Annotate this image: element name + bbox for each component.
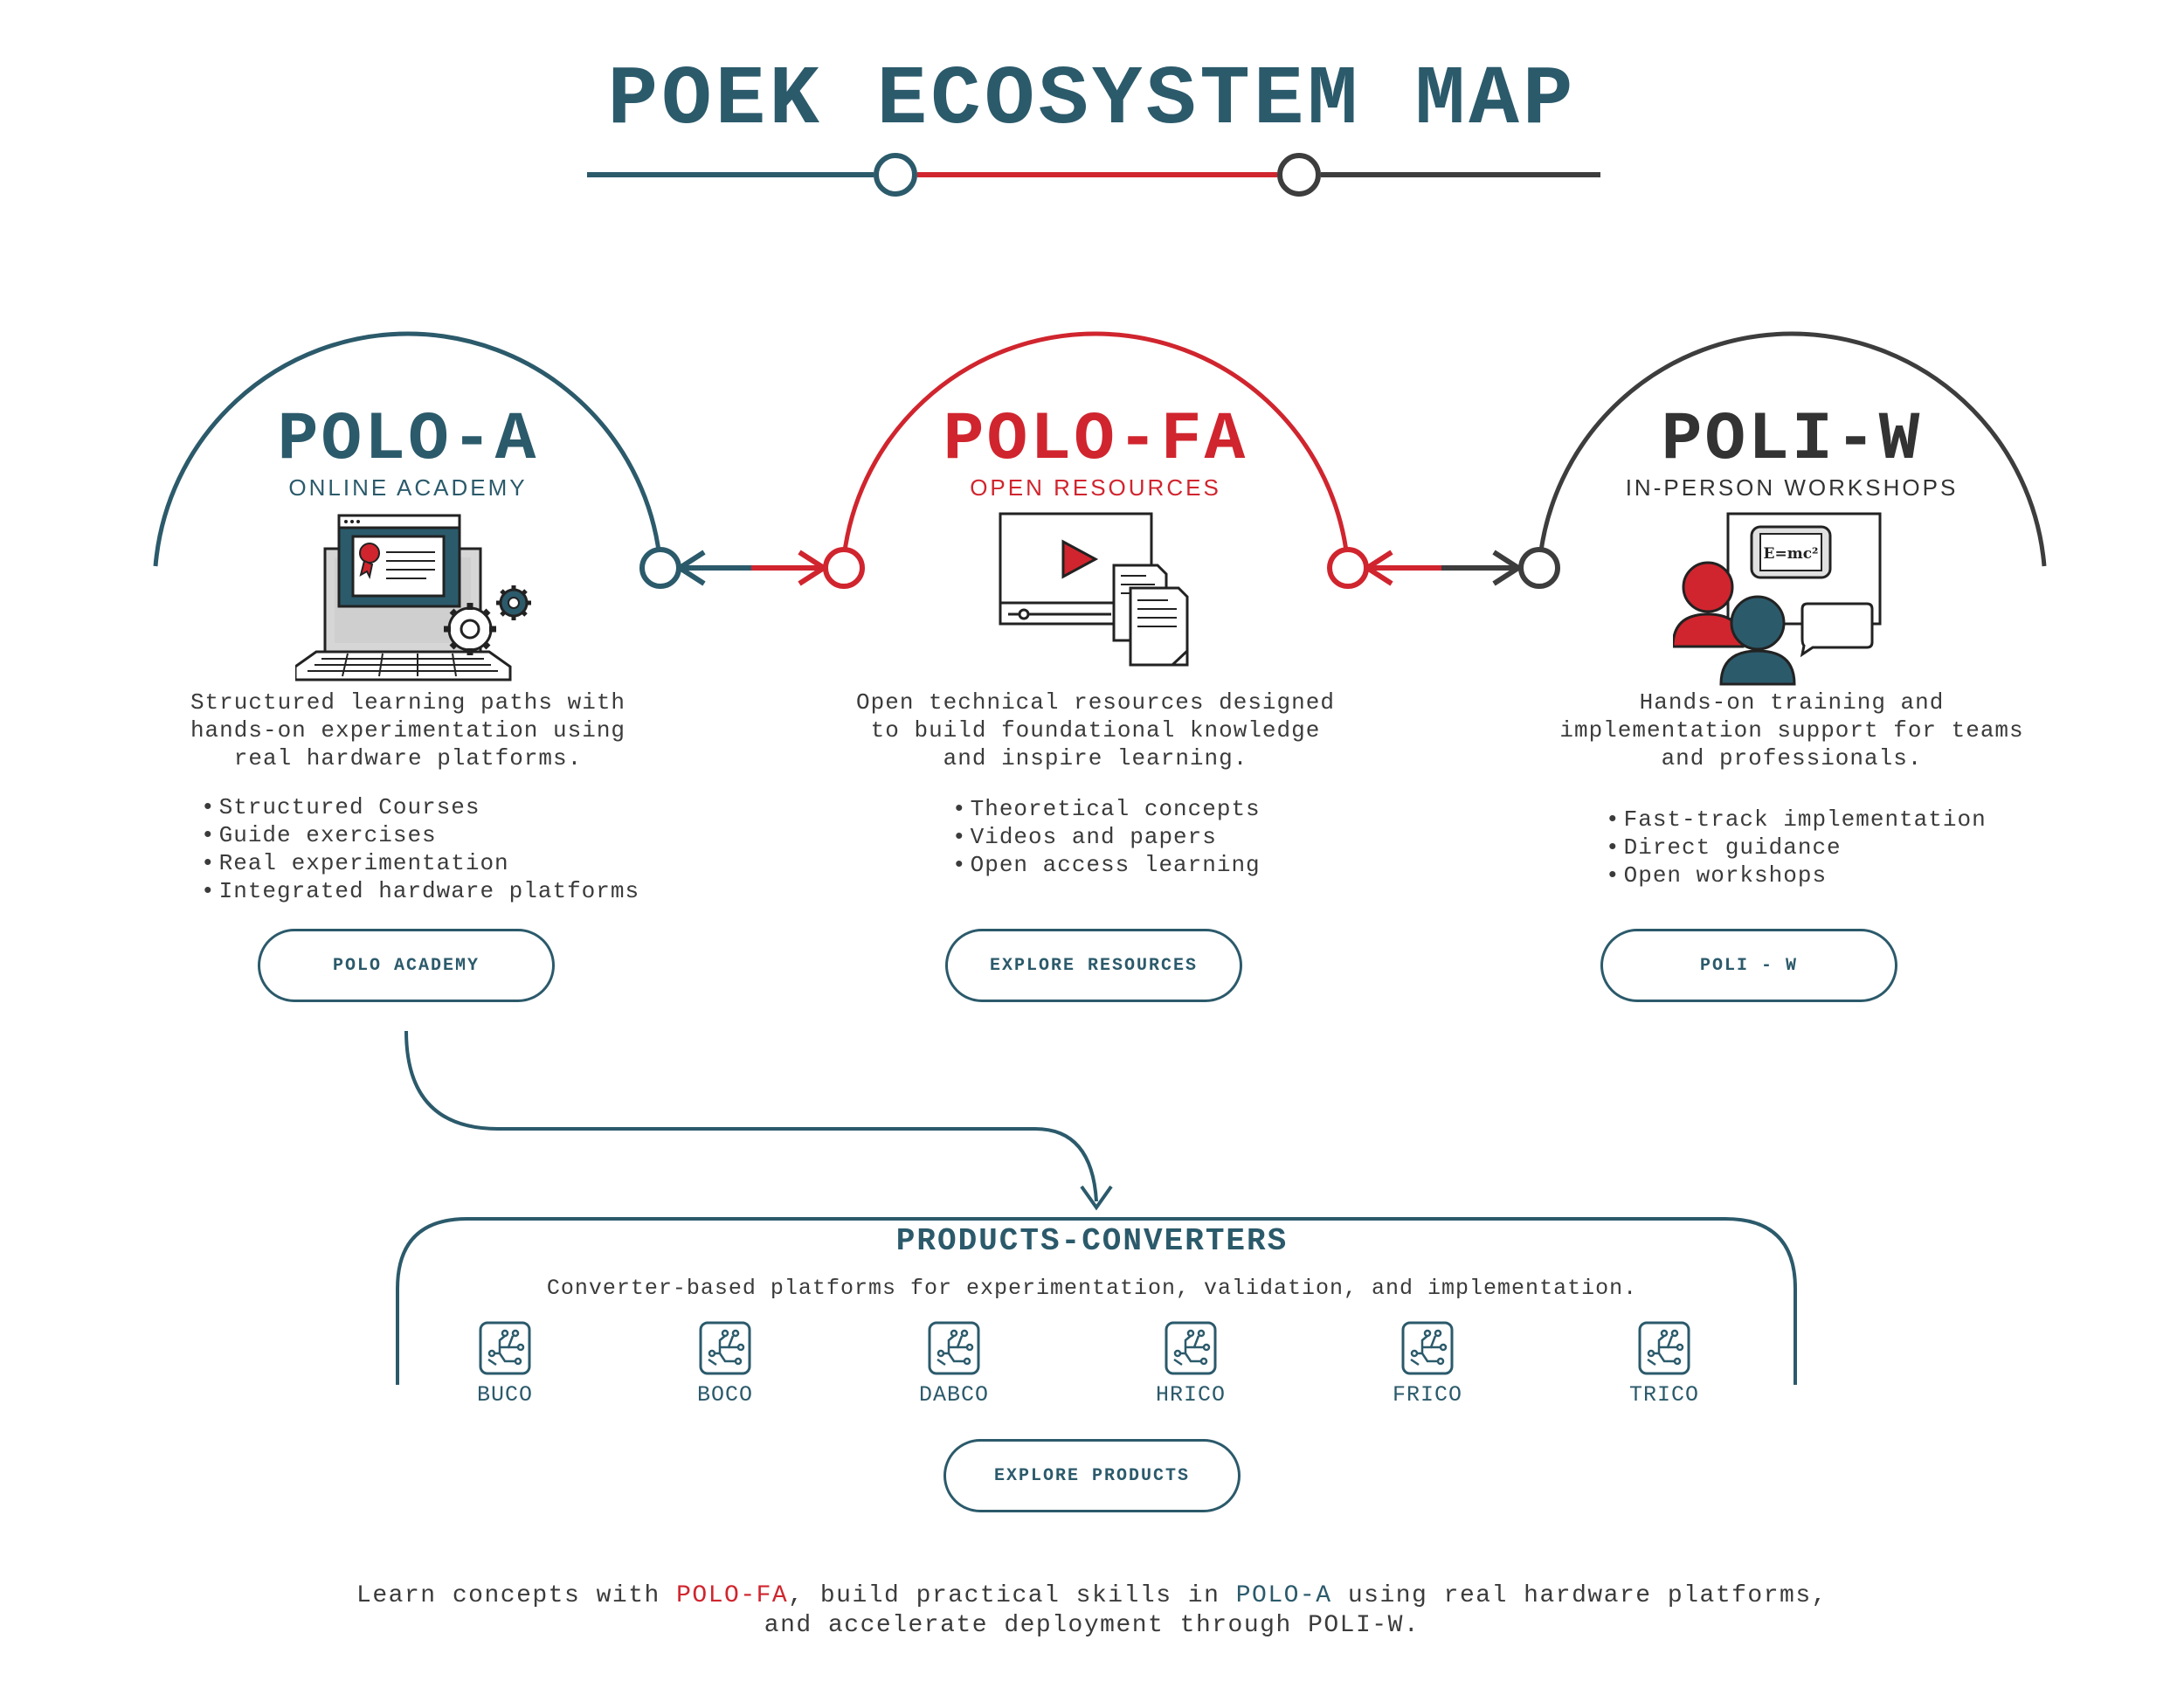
circuit-board-icon	[1638, 1321, 1690, 1375]
product-label-frico: FRICO	[1392, 1382, 1462, 1408]
list-item: Open access learning	[952, 851, 1261, 879]
polo-a-title: POLO-A	[277, 402, 539, 479]
circuit-board-icon	[1165, 1321, 1217, 1375]
product-label-buco: BUCO	[476, 1382, 533, 1408]
video-documents-icon	[999, 512, 1189, 667]
polo-fa-description: Open technical resources designed to bui…	[856, 689, 1335, 771]
circuit-board-icon	[1401, 1321, 1454, 1375]
poli-w-subtitle: IN-PERSON WORKSHOPS	[1625, 474, 1959, 501]
product-label-trico: TRICO	[1628, 1382, 1699, 1408]
connector-a-fa	[639, 547, 865, 589]
list-item: Open workshops	[1606, 861, 1987, 889]
footer-line-2: and accelerate deployment through POLI-W…	[764, 1612, 1420, 1639]
board-formula-text: E=mc²	[1764, 545, 1819, 563]
explore-products-button[interactable]: EXPLORE PRODUCTS	[943, 1439, 1241, 1512]
product-label-boco: BOCO	[696, 1382, 753, 1408]
list-item: Fast-track implementation	[1606, 806, 1987, 834]
title-divider	[587, 153, 1600, 197]
polo-a-subtitle: ONLINE ACADEMY	[288, 474, 528, 501]
products-title: PRODUCTS-CONVERTERS	[895, 1223, 1289, 1259]
list-item: Integrated hardware platforms	[201, 877, 639, 905]
polo-a-features: Structured Courses Guide exercises Real …	[201, 793, 639, 905]
list-item: Guide exercises	[201, 821, 639, 849]
list-item: Videos and papers	[952, 823, 1261, 851]
polo-a-description: Structured learning paths with hands-on …	[190, 689, 626, 771]
list-item: Structured Courses	[201, 793, 639, 821]
product-label-dabco: DABCO	[918, 1382, 989, 1408]
circuit-board-icon	[928, 1321, 980, 1375]
product-label-hrico: HRICO	[1155, 1382, 1226, 1408]
poli-w-description: Hands-on training and implementation sup…	[1559, 689, 2024, 771]
footer-line-1: Learn concepts with POLO-FA, build pract…	[356, 1582, 1828, 1609]
list-item: Real experimentation	[201, 849, 639, 877]
list-item: Theoretical concepts	[952, 795, 1261, 823]
page-title: POEK ECOSYSTEM MAP	[607, 52, 1577, 148]
polo-academy-button[interactable]: POLO ACADEMY	[258, 929, 555, 1002]
workshop-people-icon: E=mc²	[1673, 512, 1882, 686]
polo-fa-arc	[840, 331, 1351, 567]
polo-a-link-text: POLO-A	[1235, 1582, 1332, 1609]
products-bracket	[396, 1217, 1797, 1385]
circuit-board-icon	[699, 1321, 751, 1375]
poli-w-button[interactable]: POLI - W	[1600, 929, 1897, 1002]
polo-a-arc	[153, 331, 663, 567]
circuit-board-icon	[479, 1321, 531, 1375]
laptop-certificate-icon	[295, 514, 531, 681]
connector-fa-w	[1327, 547, 1560, 589]
products-description: Converter-based platforms for experiment…	[546, 1276, 1638, 1301]
poli-w-title: POLI-W	[1661, 402, 1923, 479]
polo-fa-subtitle: OPEN RESOURCES	[970, 474, 1221, 501]
poli-w-arc	[1537, 331, 2047, 567]
poli-w-features: Fast-track implementation Direct guidanc…	[1606, 806, 1987, 889]
polo-fa-features: Theoretical concepts Videos and papers O…	[952, 795, 1261, 879]
polo-fa-title: POLO-FA	[943, 402, 1248, 479]
flow-arrow	[404, 1030, 1098, 1202]
footer-text: Learn concepts with POLO-FA, build pract…	[0, 1581, 2184, 1641]
polo-fa-link-text: POLO-FA	[676, 1582, 789, 1609]
explore-resources-button[interactable]: EXPLORE RESOURCES	[945, 929, 1242, 1002]
list-item: Direct guidance	[1606, 834, 1987, 861]
